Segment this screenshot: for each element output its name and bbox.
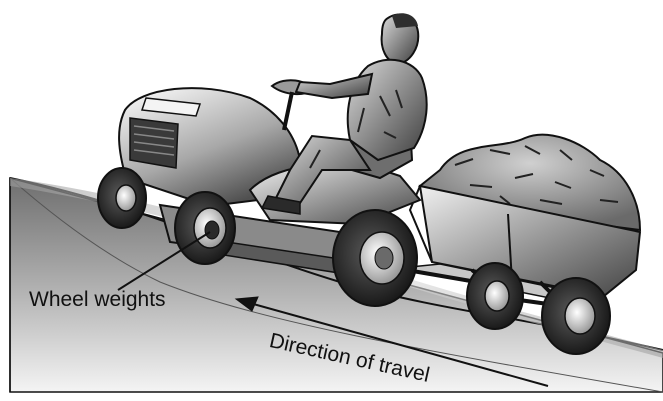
tractor-rear-wheel bbox=[333, 210, 417, 306]
cart-wheel-front bbox=[542, 278, 610, 354]
cart-wheel-rear bbox=[467, 263, 523, 329]
tractor-front-left-wheel bbox=[98, 168, 146, 228]
wheel-weights-label: Wheel weights bbox=[29, 289, 166, 310]
tractor-front-right-wheel-with-weight bbox=[175, 192, 235, 264]
